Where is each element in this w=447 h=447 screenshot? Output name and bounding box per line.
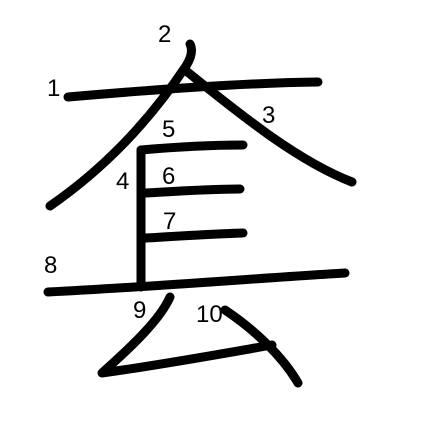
stroke-number-9: 9: [133, 297, 146, 324]
stroke-number-7: 7: [163, 208, 176, 235]
stroke-number-4: 4: [116, 168, 129, 195]
stroke-number-10: 10: [196, 301, 223, 328]
stroke-number-5: 5: [162, 116, 175, 143]
stroke-number-6: 6: [162, 163, 175, 190]
stroke-10-path: [220, 305, 303, 388]
stroke-number-8: 8: [44, 252, 57, 279]
stroke-7-path: [141, 228, 248, 243]
stroke-5-path: [136, 140, 248, 155]
stroke-number-3: 3: [262, 102, 275, 129]
stroke-9-path: [97, 292, 277, 378]
stroke-2-path: [45, 39, 196, 211]
stroke-number-1: 1: [47, 75, 60, 102]
stroke-number-2: 2: [158, 21, 171, 48]
stroke-1-path: [63, 77, 323, 102]
stroke-6-path: [141, 184, 245, 198]
stroke-8-path: [43, 268, 350, 297]
stroke-3-path: [180, 65, 357, 187]
